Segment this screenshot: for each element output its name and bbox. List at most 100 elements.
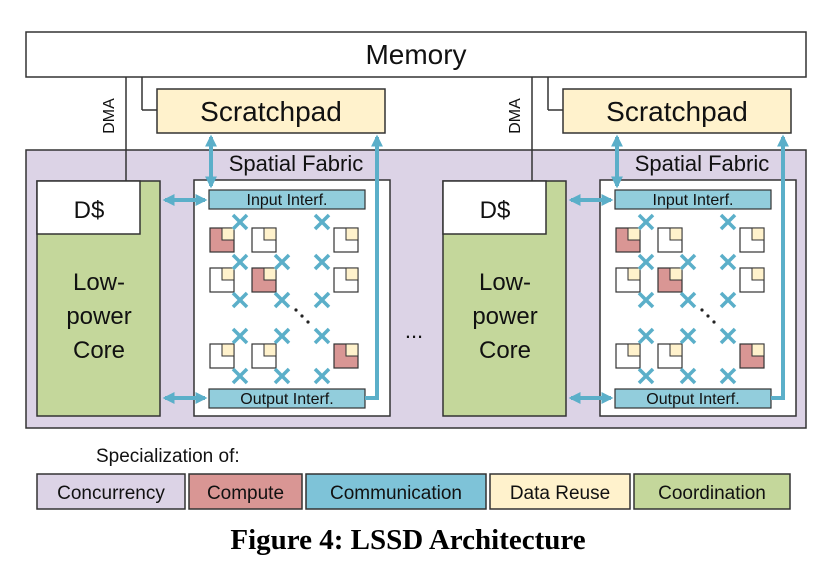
core-label-line: Core [73, 337, 125, 364]
legend-label: Coordination [658, 483, 766, 504]
scratchpad-box [156, 88, 386, 134]
core-label-line: Core [479, 337, 531, 364]
figure-caption: Figure 4: LSSD Architecture [230, 524, 585, 556]
processing-element [251, 343, 277, 369]
dma-label: DMA [507, 98, 524, 134]
pe-grid [615, 227, 765, 369]
legend-label: Concurrency [57, 483, 165, 504]
switch-icon [273, 327, 291, 345]
output-interface-label: Output Interf. [646, 391, 739, 408]
processing-element [209, 267, 235, 293]
dcache-box [442, 180, 547, 235]
legend-items: Concurrency Compute Communication Data Reus… [36, 473, 791, 510]
switch-icon [313, 253, 331, 271]
switch-icon [231, 367, 249, 385]
processing-element [615, 343, 641, 369]
input-interface-label: Input Interf. [247, 192, 328, 209]
switch-icon [231, 253, 249, 271]
pe-grid [209, 227, 359, 369]
legend-label: Data Reuse [510, 483, 610, 504]
switch-icon [679, 327, 697, 345]
switch-icon [637, 367, 655, 385]
scratchpad-box [562, 88, 792, 134]
switch-icon [313, 213, 331, 231]
compute-pe [739, 343, 765, 369]
input-interface-label: Input Interf. [653, 192, 734, 209]
switch-icon [719, 213, 737, 231]
memory-label: Memory [365, 39, 466, 70]
compute-pe [251, 267, 277, 293]
switch-icon [679, 367, 697, 385]
memory-block: Memory [25, 31, 807, 78]
switch-icon [231, 327, 249, 345]
legend-label: Communication [330, 483, 462, 504]
compute-pe [657, 267, 683, 293]
switch-icon [719, 367, 737, 385]
input-interface [208, 189, 366, 210]
switch-icon [313, 367, 331, 385]
processing-element [209, 343, 235, 369]
spatial-fabric-title: Spatial Fabric [229, 151, 364, 176]
dma-label: DMA [101, 98, 118, 134]
spatial-fabric [193, 179, 391, 417]
switch-icon [637, 327, 655, 345]
switch-icon [273, 291, 291, 309]
core-label-line: Low- [479, 269, 531, 296]
processing-element [739, 267, 765, 293]
grid-ellipsis [700, 308, 716, 324]
switch-icon [637, 213, 655, 231]
switch-icon [313, 327, 331, 345]
processing-element [333, 267, 359, 293]
switch-icon [637, 291, 655, 309]
output-scratchpad-arrow [365, 134, 383, 400]
core-label-line: power [472, 303, 537, 330]
legend-item-data-reuse: Data Reuse [489, 473, 631, 510]
compute-pe [209, 227, 235, 253]
switch-icon [719, 291, 737, 309]
dcache-box [36, 180, 141, 235]
switch-icon [679, 291, 697, 309]
legend-label: Compute [207, 483, 284, 504]
units-ellipsis: ... [405, 318, 423, 343]
switch-icon [273, 253, 291, 271]
switch-icon [637, 253, 655, 271]
legend-item-concurrency: Concurrency [36, 473, 186, 510]
compute-pe [615, 227, 641, 253]
legend-item-compute: Compute [188, 473, 303, 510]
dcache-label: D$ [480, 197, 511, 224]
processing-element [739, 227, 765, 253]
switch-icon [313, 291, 331, 309]
switch-icon [679, 253, 697, 271]
scratchpad-label: Scratchpad [200, 96, 342, 127]
input-interface [614, 189, 772, 210]
core-label-line: Low- [73, 269, 125, 296]
processing-element [657, 227, 683, 253]
processing-element [333, 227, 359, 253]
switch-icon [231, 213, 249, 231]
spatial-fabric-title: Spatial Fabric [635, 151, 770, 176]
switch-icon [231, 291, 249, 309]
grid-ellipsis [294, 308, 310, 324]
processing-element [657, 343, 683, 369]
switch-network [231, 213, 331, 385]
processing-element [615, 267, 641, 293]
compute-pe [333, 343, 359, 369]
switch-icon [719, 253, 737, 271]
dcache-label: D$ [74, 197, 105, 224]
output-interface-label: Output Interf. [240, 391, 333, 408]
switch-icon [273, 367, 291, 385]
legend-title: Specialization of: [96, 446, 240, 467]
legend-item-coordination: Coordination [633, 473, 791, 510]
processing-element [251, 227, 277, 253]
switch-network [637, 213, 737, 385]
spatial-fabric [599, 179, 797, 417]
output-scratchpad-arrow [771, 134, 789, 400]
scratchpad-label: Scratchpad [606, 96, 748, 127]
legend-item-communication: Communication [305, 473, 487, 510]
switch-icon [719, 327, 737, 345]
legend: Specialization of: Concurrency Compute Com… [36, 446, 791, 510]
core-label-line: power [66, 303, 131, 330]
